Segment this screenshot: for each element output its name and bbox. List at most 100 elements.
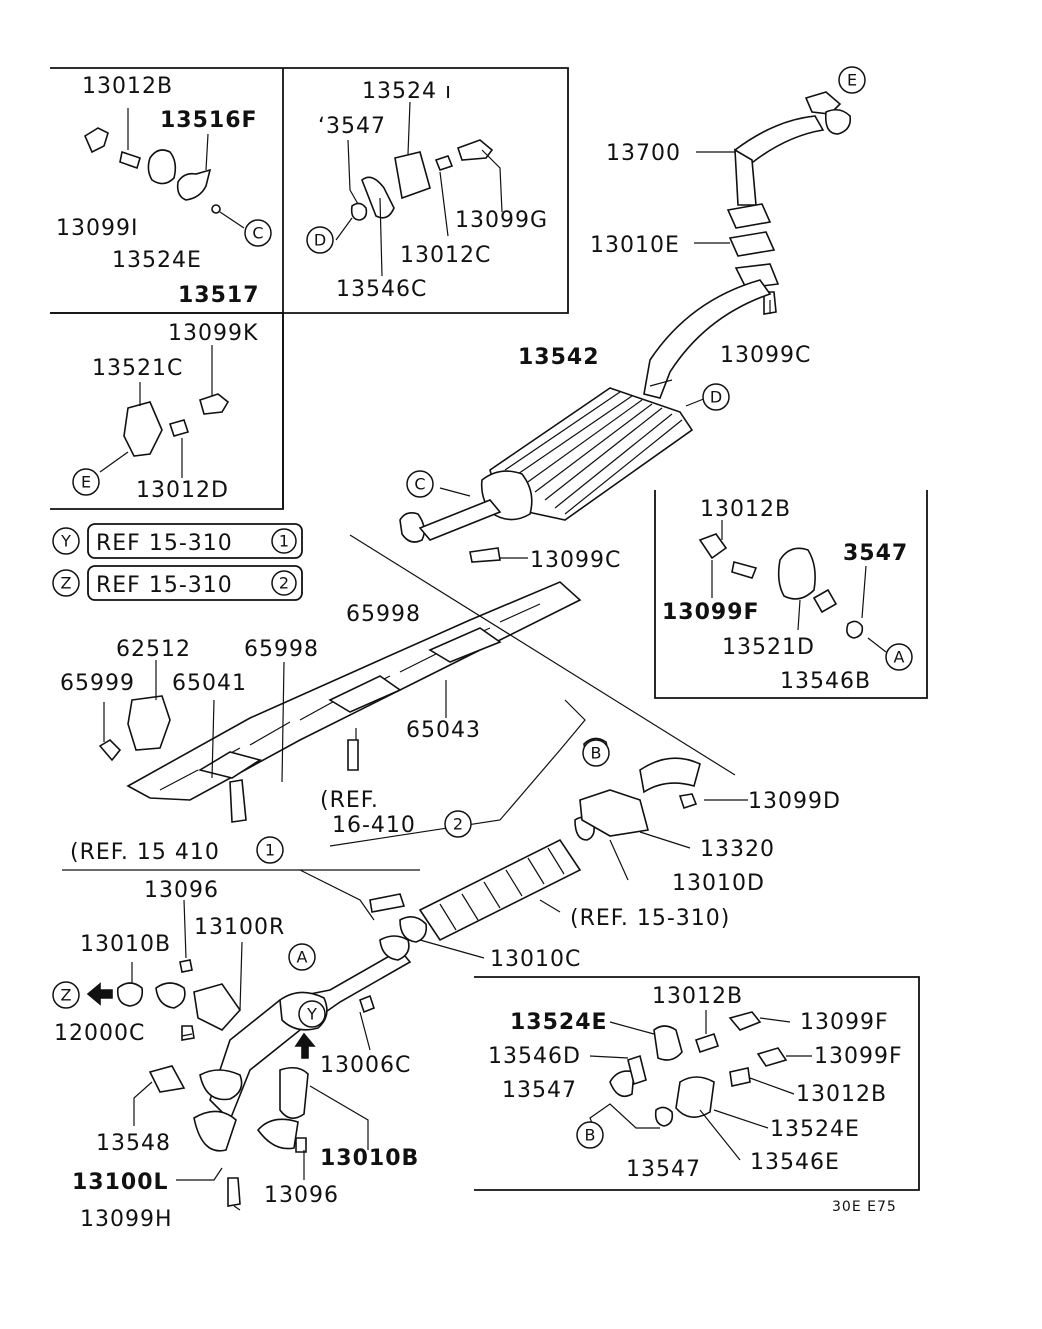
label-13096-top: 13096 bbox=[144, 878, 219, 903]
callouts: C D E E D C A B A Y Z B 1 2 bbox=[52, 66, 913, 1149]
catalytic-converter bbox=[329, 534, 748, 959]
callout-c-2-letter: C bbox=[414, 475, 425, 494]
ref-z-num: 2 bbox=[279, 574, 289, 593]
label-13010B-top: 13010B bbox=[80, 932, 171, 957]
hanger-assembly-e bbox=[99, 345, 230, 478]
label-13099H: 13099H bbox=[80, 1207, 173, 1232]
label-62512: 62512 bbox=[116, 637, 191, 662]
label-13010E: 13010E bbox=[590, 233, 680, 258]
callout-y-2-letter: Y bbox=[306, 1005, 317, 1024]
callout-b-2-letter: B bbox=[585, 1126, 596, 1145]
callout-a-2 bbox=[288, 943, 316, 971]
detail-box-top-left bbox=[50, 67, 569, 314]
label-12000C: 12000C bbox=[54, 1021, 145, 1046]
label-13012B-box: 13012B bbox=[652, 984, 743, 1009]
label-13099F-right: 13099F bbox=[662, 600, 760, 625]
label-65998-mid: 65998 bbox=[244, 637, 319, 662]
ref-y-text: REF 15-310 bbox=[96, 531, 233, 556]
callout-c-1 bbox=[244, 219, 272, 247]
callout-a-1 bbox=[885, 643, 913, 671]
label-13012B: 13012B bbox=[82, 74, 173, 99]
label-65998-top: 65998 bbox=[346, 602, 421, 627]
label-13546D: 13546D bbox=[488, 1044, 581, 1069]
label-13521D: 13521D bbox=[722, 635, 815, 660]
callout-a-2-letter: A bbox=[297, 948, 308, 967]
label-13517: 13517 bbox=[178, 283, 260, 308]
callout-z-circle bbox=[52, 569, 80, 597]
label-13524E-box-bottom: 13524E bbox=[770, 1117, 860, 1142]
label-13516F: 13516F bbox=[160, 108, 258, 133]
hanger-assembly-a bbox=[698, 520, 887, 653]
label-13010C: 13010C bbox=[490, 947, 581, 972]
label-13546B: 13546B bbox=[780, 669, 871, 694]
callout-z-2 bbox=[52, 981, 80, 1009]
label-13547-box-bottom: 13547 bbox=[626, 1157, 701, 1182]
label-13012C: 13012C bbox=[400, 243, 491, 268]
callout-e-1-letter: E bbox=[81, 473, 91, 492]
muffler-13542 bbox=[399, 279, 772, 563]
bracket-62512 bbox=[98, 660, 447, 823]
callout-e-2-letter: E bbox=[847, 71, 857, 90]
callout-e-1 bbox=[72, 468, 100, 496]
callout-d-2-letter: D bbox=[710, 388, 722, 407]
label-13099F-box-mid: 13099F bbox=[814, 1044, 903, 1069]
label-65041: 65041 bbox=[172, 671, 247, 696]
label-ref-16-410: (REF. bbox=[320, 788, 379, 813]
label-ref-15-410: (REF. 15 410 bbox=[70, 840, 220, 865]
callout-b-1 bbox=[582, 739, 610, 767]
detail-box-bottom-right bbox=[474, 976, 920, 1191]
ref-y-num-circle bbox=[271, 528, 297, 554]
hanger-assembly-c bbox=[83, 108, 245, 229]
label-13700: 13700 bbox=[606, 141, 681, 166]
callout-1-ref bbox=[256, 836, 284, 864]
label-ref-16-410-num: 16-410 bbox=[332, 813, 416, 838]
callout-b-1-letter: B bbox=[591, 744, 602, 763]
label-13012D: 13012D bbox=[136, 478, 229, 503]
callout-a-1-letter: A bbox=[894, 648, 905, 667]
label-65999: 65999 bbox=[60, 671, 135, 696]
label-13099C-top: 13099C bbox=[720, 343, 811, 368]
label-65043: 65043 bbox=[406, 718, 481, 743]
callout-z-letter: Z bbox=[61, 574, 72, 593]
front-pipe-13700 bbox=[694, 91, 852, 315]
label-13099G: 13099G bbox=[455, 208, 548, 233]
label-13546E: 13546E bbox=[750, 1150, 840, 1175]
label-13099I: 13099I bbox=[56, 216, 138, 241]
ref-z-num-circle bbox=[271, 570, 297, 596]
label-13320: 13320 bbox=[700, 837, 775, 862]
callout-d-1-letter: D bbox=[314, 231, 326, 250]
callout-2-ref bbox=[444, 810, 472, 838]
callout-d-1 bbox=[306, 226, 334, 254]
label-13010D: 13010D bbox=[672, 871, 765, 896]
label-13524E-box: 13524E bbox=[510, 1010, 608, 1035]
label-13521C: 13521C bbox=[92, 356, 183, 381]
ref-box-z bbox=[87, 565, 303, 601]
hanger-assembly-d bbox=[335, 101, 503, 277]
label-13006C: 13006C bbox=[320, 1053, 411, 1078]
ref-box-y bbox=[87, 523, 303, 559]
label-13548: 13548 bbox=[96, 1131, 171, 1156]
callout-y-2 bbox=[298, 1000, 326, 1028]
label-13542: 13542 bbox=[518, 345, 600, 370]
label-13096-bottom: 13096 bbox=[264, 1183, 339, 1208]
callout-d-2 bbox=[702, 383, 730, 411]
exhaust-manifold bbox=[62, 869, 420, 1211]
label-13100R: 13100R bbox=[194, 915, 285, 940]
label-13010B-bottom: 13010B bbox=[320, 1146, 419, 1171]
label-13099D: 13099D bbox=[748, 789, 841, 814]
label-13012B-box-mid: 13012B bbox=[796, 1082, 887, 1107]
part-labels: 13012B 13516F 13099I 13524E 13517 13524 … bbox=[54, 74, 907, 1232]
label-13100L: 13100L bbox=[72, 1170, 169, 1195]
label-13524E: 13524E bbox=[112, 248, 202, 273]
label-13524: 13524 ı bbox=[362, 79, 452, 104]
label-13099K: 13099K bbox=[168, 321, 258, 346]
callout-z-2-letter: Z bbox=[61, 986, 72, 1005]
detail-box-right-mid bbox=[654, 490, 928, 699]
callout-y-circle bbox=[52, 527, 80, 555]
label-13099C-mid: 13099C bbox=[530, 548, 621, 573]
label-13012B-right: 13012B bbox=[700, 497, 791, 522]
ref-y-num: 1 bbox=[279, 532, 289, 551]
label-ref-15-310: (REF. 15-310) bbox=[570, 906, 730, 931]
label-3547: ʻ3547 bbox=[318, 114, 386, 139]
